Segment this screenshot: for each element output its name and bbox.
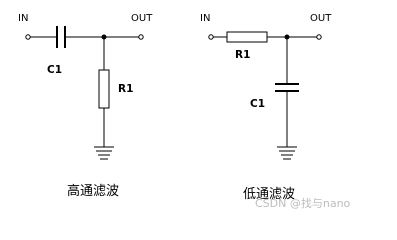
lp-input-terminal	[208, 34, 214, 40]
watermark-text: CSDN @找与nano	[255, 196, 351, 210]
low-pass-circuit	[208, 31, 322, 160]
hp-resistor-r1	[98, 69, 110, 109]
filter-circuits-diagram: IN OUT C1 R1 高通滤波 IN OUT R1 C1 低通	[18, 13, 351, 210]
lp-output-terminal	[316, 34, 322, 40]
hp-output-terminal	[138, 34, 144, 40]
hp-input-terminal	[25, 34, 31, 40]
hp-caption: 高通滤波	[67, 183, 119, 199]
hp-c1-label: C1	[47, 64, 62, 76]
hp-ground-icon	[94, 146, 114, 160]
lp-caption: 低通滤波	[243, 187, 295, 202]
high-pass-circuit	[25, 26, 144, 160]
lp-resistor-r1	[226, 31, 268, 43]
hp-out-label: OUT	[131, 13, 153, 24]
lp-out-label: OUT	[310, 13, 332, 24]
lp-in-label: IN	[200, 13, 210, 24]
lp-ground-icon	[277, 146, 297, 160]
hp-in-label: IN	[18, 13, 28, 24]
lp-c1-label: C1	[250, 98, 265, 110]
lp-r1-label: R1	[235, 49, 250, 61]
hp-r1-label: R1	[118, 83, 133, 95]
